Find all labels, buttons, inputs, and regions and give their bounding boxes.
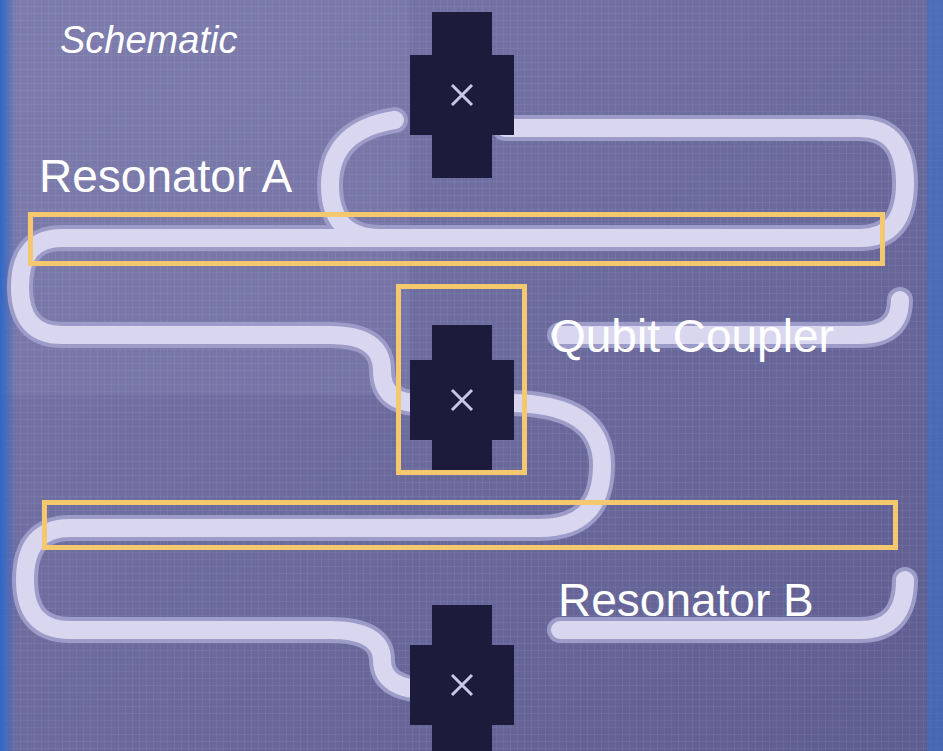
part-label: Resonator B: [558, 575, 814, 626]
highlight-box: Resonator A: [28, 212, 885, 266]
figure-label: Schematic: [60, 20, 237, 62]
highlight-box: Resonator B: [42, 500, 898, 550]
part-label: Qubit Coupler: [550, 311, 834, 362]
part-label: Resonator A: [39, 151, 292, 202]
highlight-box: Qubit Coupler: [396, 284, 527, 475]
